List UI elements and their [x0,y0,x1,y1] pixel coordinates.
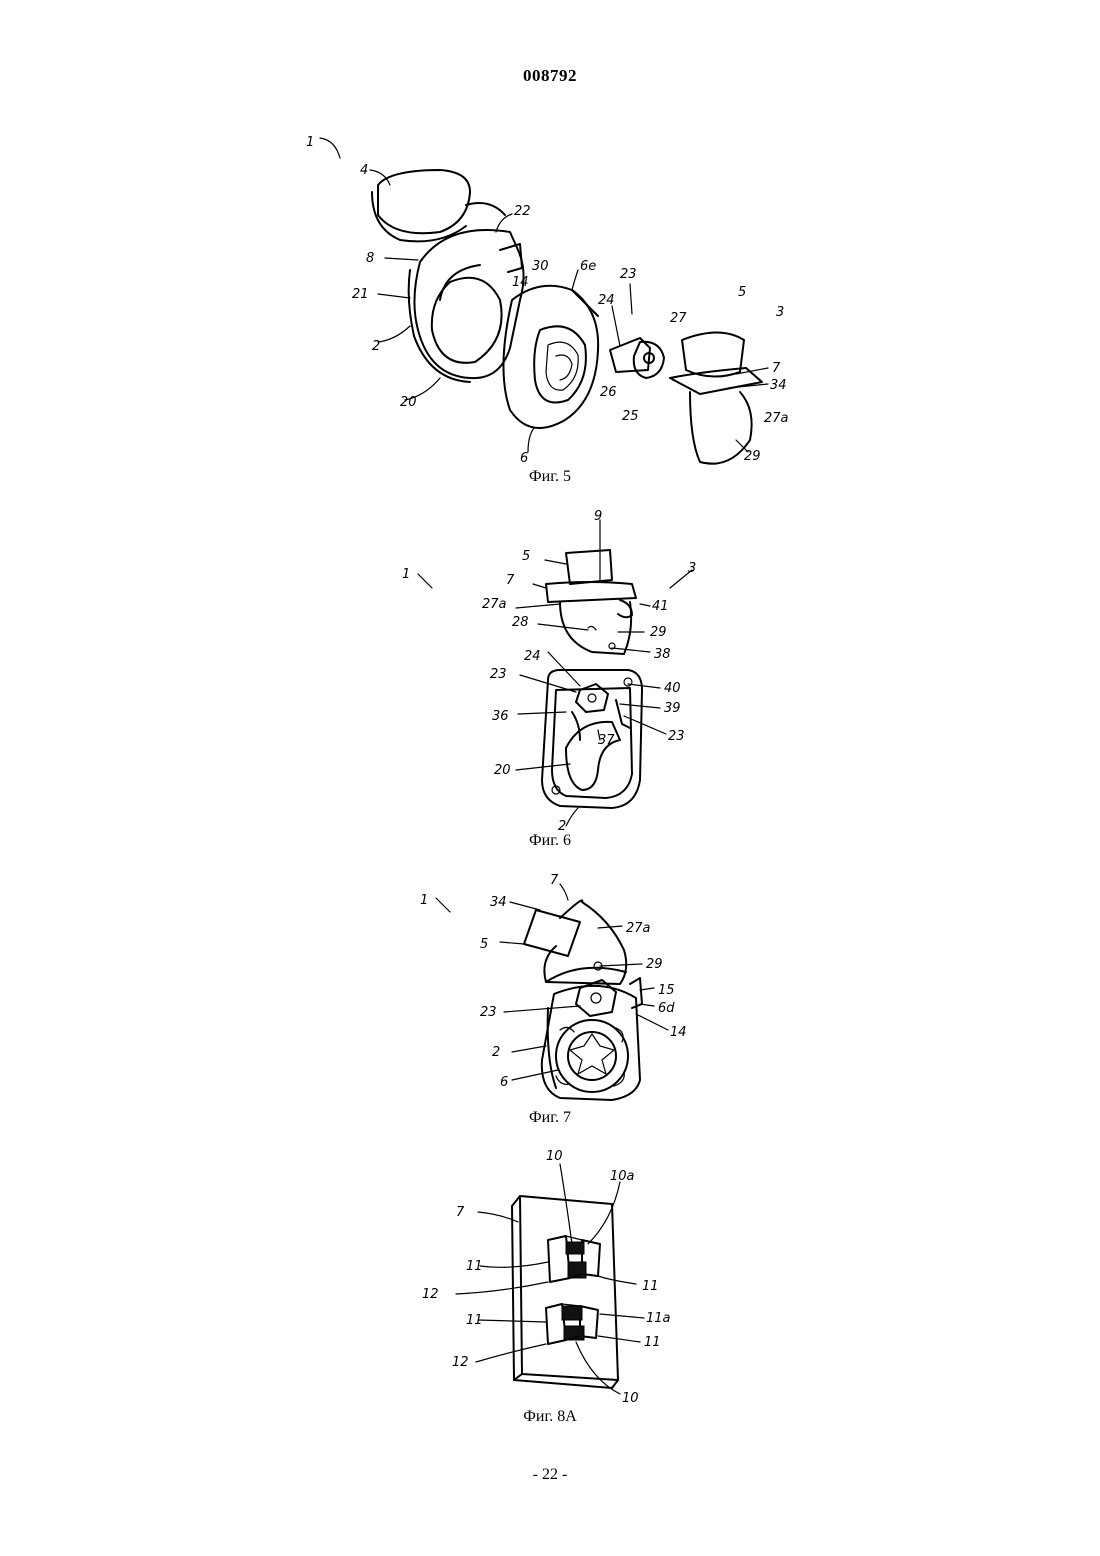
figure-8a-caption: Фиг. 8A [0,1408,1100,1426]
fig8a-label: 11 [644,1335,661,1350]
figure-8a-labels: 10 10a 7 11 11 12 11 11a 11 12 10 [422,1149,671,1406]
fig8a-label: 11 [466,1259,483,1274]
fig8a-label: 12 [452,1355,469,1370]
fig8a-label: 11 [466,1313,483,1328]
fig8a-label: 12 [422,1287,439,1302]
fig8a-label: 10 [622,1391,639,1406]
fig8a-label: 11 [642,1279,659,1294]
fig8a-label: 7 [456,1205,465,1220]
fig8a-label: 11a [646,1311,671,1326]
page-number: - 22 - [0,1466,1100,1484]
fig8a-label: 10a [610,1169,635,1184]
fig8a-label: 10 [546,1149,563,1164]
